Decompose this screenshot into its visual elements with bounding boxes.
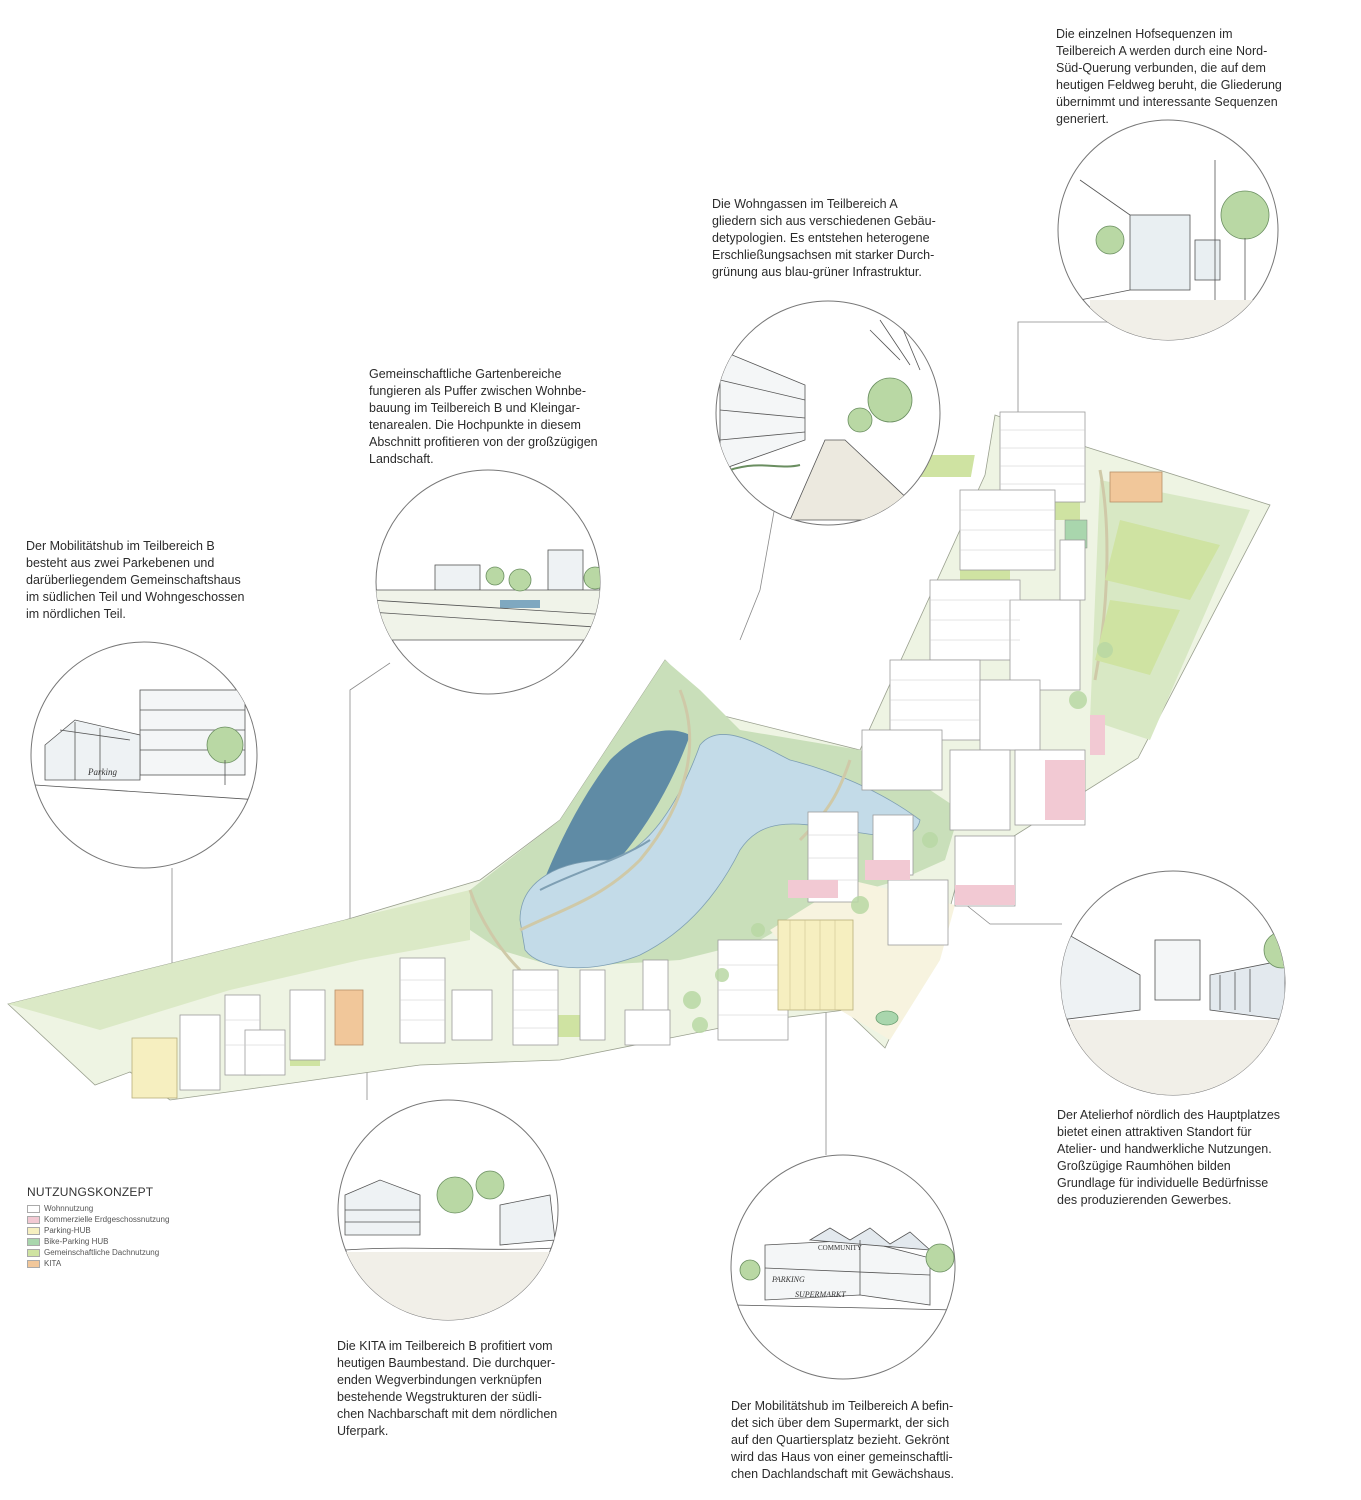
legend-item: Bike-Parking HUB — [27, 1236, 169, 1247]
sign-parking-a: PARKING — [771, 1275, 805, 1284]
legend-item: Kommerzielle Erdgeschossnutzung — [27, 1214, 169, 1225]
legend-swatch — [27, 1237, 40, 1246]
sign-parking-b: Parking — [87, 767, 117, 777]
annotation-atelierhof: Der Atelierhof nördlich des Hauptplatzes… — [1057, 1108, 1281, 1207]
lake-deep — [540, 730, 690, 899]
legend-swatch — [27, 1226, 40, 1235]
legend-label: Bike-Parking HUB — [44, 1237, 109, 1246]
legend-item: KITA — [27, 1258, 169, 1269]
sketch-hofsequenzen — [1057, 119, 1279, 341]
legend: NUTZUNGSKONZEPT Wohnnutzung Kommerzielle… — [27, 1185, 169, 1269]
masterplan — [7, 411, 1271, 1101]
annotation-kita: Die KITA im Teilbereich B profitiert vom… — [337, 1339, 558, 1438]
sketch-mobilitaetshub-a: COMMUNITY PARKING SUPERMARKT — [730, 1154, 956, 1380]
annotation-mobilitaetshub-a: Der Mobilitätshub im Teilbereich A befin… — [731, 1399, 955, 1481]
legend-title: NUTZUNGSKONZEPT — [27, 1185, 154, 1199]
legend-swatch — [27, 1204, 40, 1213]
sign-supermarket: SUPERMARKT — [795, 1290, 846, 1299]
legend-swatch — [27, 1248, 40, 1257]
legend-item: Parking-HUB — [27, 1225, 169, 1236]
legend-swatch — [27, 1259, 40, 1268]
annotation-wohngassen: Die Wohngassen im Teilbereich A gliedern… — [712, 197, 936, 279]
annotation-hofsequenzen: Die einzelnen Hofsequenzen im Teilbereic… — [1056, 27, 1282, 126]
sketch-atelierhof — [1060, 870, 1286, 1096]
legend-item: Wohnnutzung — [27, 1203, 169, 1214]
legend-swatch — [27, 1215, 40, 1224]
sketch-gartenbereiche — [375, 469, 601, 695]
legend-label: Wohnnutzung — [44, 1204, 94, 1213]
legend-label: Parking-HUB — [44, 1226, 91, 1235]
annotation-mobilitaetshub-b: Der Mobilitätshub im Teilbereich B beste… — [26, 539, 245, 621]
legend-label: Gemeinschaftliche Dachnutzung — [44, 1248, 160, 1257]
sketch-wohngassen — [715, 300, 941, 526]
legend-label: Kommerzielle Erdgeschossnutzung — [44, 1215, 170, 1224]
legend-label: KITA — [44, 1259, 62, 1268]
lake-light — [519, 734, 921, 969]
legend-item: Gemeinschaftliche Dachnutzung — [27, 1247, 169, 1258]
sketch-kita — [337, 1099, 559, 1321]
annotation-gartenbereiche: Gemeinschaftliche Gartenbereiche fungier… — [369, 367, 598, 466]
sketch-mobilitaetshub-b: Parking — [30, 641, 258, 869]
sign-community: COMMUNITY — [818, 1244, 862, 1252]
